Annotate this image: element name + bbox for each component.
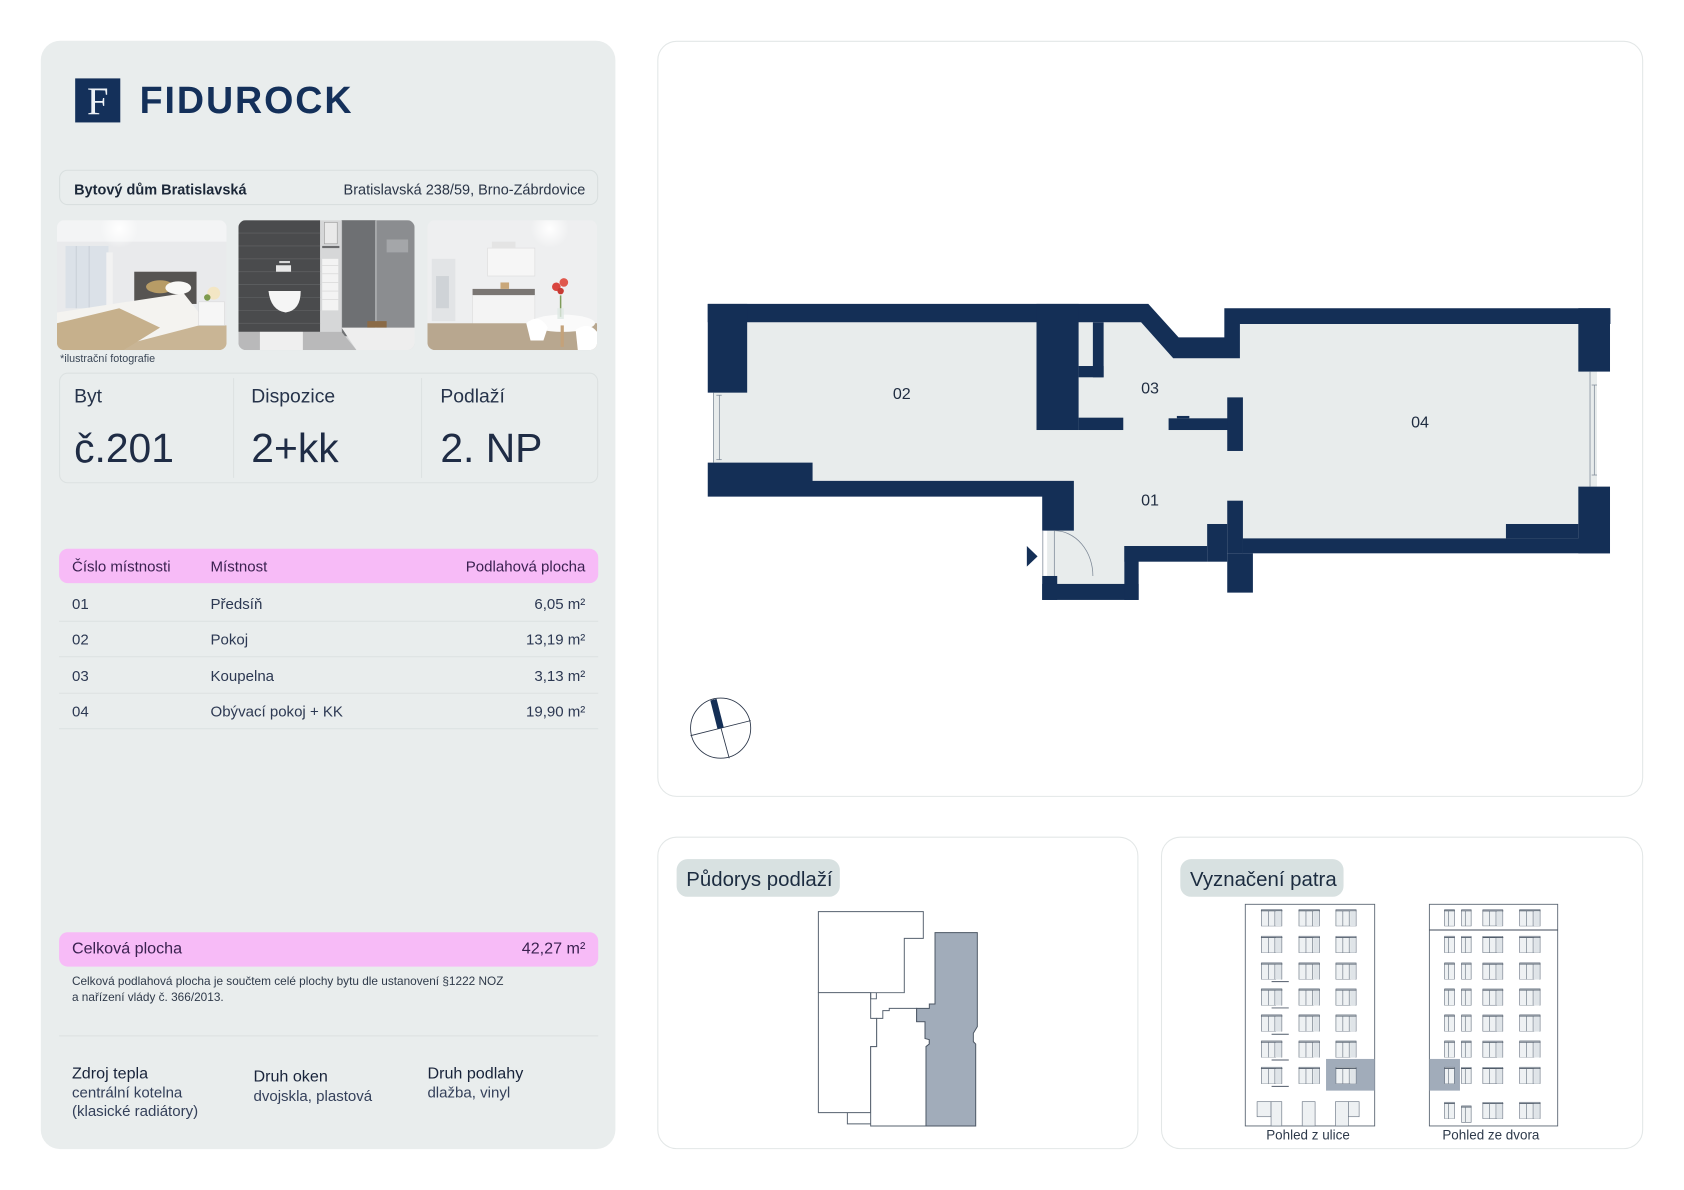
col-header-room-name: Místnost (210, 557, 268, 575)
stat-value-unit: č.201 (74, 426, 174, 472)
room-name: Pokoj (210, 630, 249, 648)
row-divider (59, 656, 599, 658)
total-area-label: Celková plocha (71, 940, 183, 959)
col-header-room-number: Číslo místnosti (71, 557, 171, 575)
stat-label-floor: Podlaží (440, 385, 505, 407)
stat-label-unit: Byt (74, 385, 103, 407)
logo-letter: F (86, 78, 109, 122)
kitchen-living-photo (427, 220, 598, 351)
spec-heating-value: (klasické radiátory) (71, 1102, 199, 1120)
spec-floor-value: dlažba, vinyl (427, 1083, 511, 1101)
floorplan-card (657, 40, 1644, 797)
row-divider (59, 692, 599, 694)
logo-mark-icon: F (75, 78, 121, 123)
col-header-floor-area: Podlahová plocha (465, 557, 586, 575)
room-area: 19,90 m² (525, 702, 586, 720)
total-area-value: 42,27 m² (521, 940, 586, 959)
rooms-table-header (59, 548, 599, 584)
row-divider (59, 728, 599, 730)
room-number: 01 (71, 595, 89, 613)
photo-caption: *ilustrační fotografie (60, 352, 156, 365)
floor-marking-tag (1180, 859, 1344, 897)
area-note-line: a nařízení vlády č. 366/2013. (71, 990, 224, 1004)
spec-heating-value: centrální kotelna (71, 1083, 183, 1101)
room-name: Koupelna (210, 667, 275, 685)
street-view-caption: Pohled z ulice (1266, 1128, 1350, 1144)
bathroom-photo (238, 220, 415, 351)
room-area: 13,19 m² (525, 630, 586, 648)
stats-divider (233, 378, 235, 478)
brand-name: FIDUROCK (139, 79, 354, 122)
spec-windows-value: dvojskla, plastová (253, 1086, 373, 1105)
building-info-bar (59, 169, 599, 206)
stats-divider (421, 378, 423, 478)
floor-overview-tag (676, 859, 840, 897)
yard-view-caption: Pohled ze dvora (1442, 1128, 1540, 1144)
room-area: 6,05 m² (534, 595, 586, 613)
floor-marking-title: Vyznačení patra (1189, 868, 1337, 892)
spec-heating-label: Zdroj tepla (71, 1064, 149, 1083)
floor-overview-title: Půdorys podlaží (686, 868, 833, 892)
room-number: 04 (71, 702, 89, 720)
stat-value-floor: 2. NP (440, 426, 543, 472)
spec-floor-label: Druh podlahy (427, 1064, 524, 1083)
building-name: Bytový dům Bratislavská (74, 181, 247, 198)
room-number: 02 (71, 630, 89, 648)
room-area: 3,13 m² (534, 667, 586, 685)
area-note-line: Celková podlahová plocha je součtem celé… (71, 974, 504, 988)
specs-divider (59, 1035, 599, 1037)
room-number: 03 (71, 667, 89, 685)
stat-value-layout: 2+kk (251, 426, 339, 472)
bedroom-photo (56, 220, 227, 351)
room-name: Předsíň (210, 595, 263, 613)
stat-label-layout: Dispozice (251, 385, 336, 407)
row-divider (59, 620, 599, 622)
room-name: Obývací pokoj + KK (210, 702, 343, 720)
apartment-stats (59, 372, 599, 484)
spec-windows-label: Druh oken (253, 1067, 328, 1087)
total-area-bar (59, 932, 599, 967)
building-address: Bratislavská 238/59, Brno-Zábrdovice (343, 181, 586, 198)
